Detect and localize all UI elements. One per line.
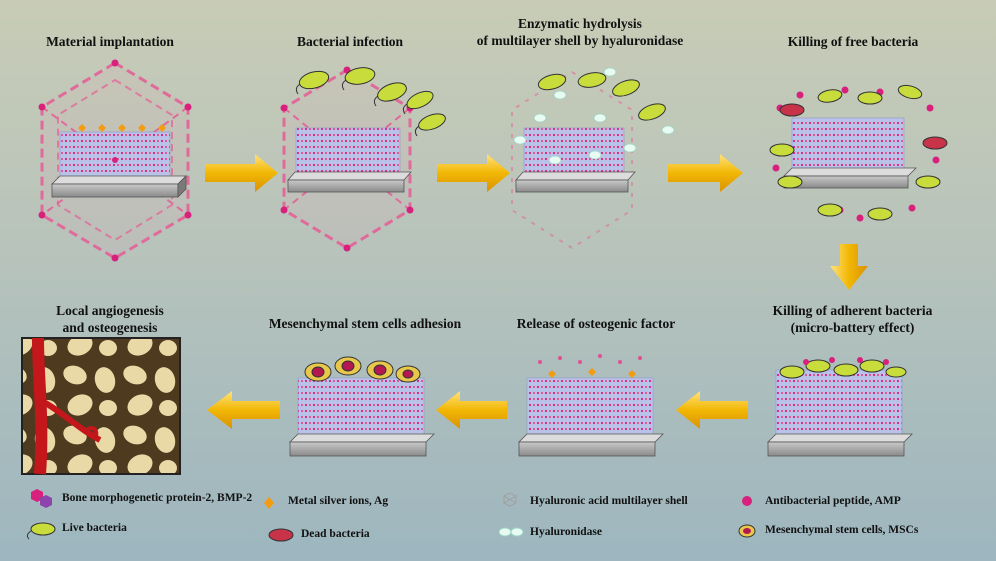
step-title-line: (micro-battery effect) [790,320,915,335]
legend-icons [26,489,756,542]
arrow-4-5 [830,244,868,290]
step-title-material-implantation: Material implantation [46,34,174,49]
step-title-line: and osteogenesis [62,320,158,335]
silver-ion-icon [264,497,274,509]
amp-icon [742,496,752,506]
flow-arrows [205,154,868,429]
arrow-6-7 [436,391,507,429]
implant-killing-adherent [767,357,913,457]
hyaluronidase-icon [498,527,524,537]
step-title-line: of multilayer shell by hyaluronidase [476,33,684,48]
arrow-7-8 [207,391,280,429]
implant-hydrolysis [511,67,675,250]
step-title-enzymatic-hydrolysis: Enzymatic hydrolysis of multilayer shell… [455,15,705,49]
bone-tissue-panel [21,337,181,475]
implant-with-shell [38,59,192,262]
implant-osteogenic-release [518,354,664,457]
step-title-msc-adhesion: Mesenchymal stem cells adhesion [268,316,462,331]
arrow-5-6 [676,391,748,429]
implant-msc-adhesion [289,356,435,457]
legend-amp: Antibacterial peptide, AMP [765,495,901,507]
step-title-angiogenesis: Local angiogenesis and osteogenesis [25,302,195,336]
legend-silver: Metal silver ions, Ag [288,495,389,507]
step-title-bacterial-infection: Bacterial infection [296,34,404,49]
dead-bacteria-icon [268,528,294,542]
legend-mscs: Mesenchymal stem cells, MSCs [765,524,919,536]
legend-bmp2: Bone morphogenetic protein-2, BMP-2 [62,492,253,504]
arrow-1-2 [205,154,278,192]
bmp2-icon [31,489,52,508]
live-bacteria-icon [26,522,56,540]
msc-icon [738,524,756,538]
step-title-line: Enzymatic hydrolysis [518,16,642,31]
implant-infected [280,66,446,252]
legend-live-bacteria: Live bacteria [62,522,127,534]
arrow-2-3 [437,154,510,192]
implant-killing-free [769,84,948,222]
legend-dead-bacteria: Dead bacteria [301,528,370,540]
legend-ha-shell: Hyaluronic acid multilayer shell [530,495,688,507]
legend-hyaluronidase: Hyaluronidase [530,526,602,538]
ha-shell-icon [503,492,517,507]
step-title-osteogenic-release: Release of osteogenic factor [516,316,676,331]
step-title-line: Local angiogenesis [56,303,164,318]
step-title-killing-adherent-bacteria: Killing of adherent bacteria (micro-batt… [745,302,960,336]
arrow-3-4 [668,154,743,192]
step-title-killing-free-bacteria: Killing of free bacteria [787,34,919,49]
step-title-line: Killing of adherent bacteria [772,303,933,318]
